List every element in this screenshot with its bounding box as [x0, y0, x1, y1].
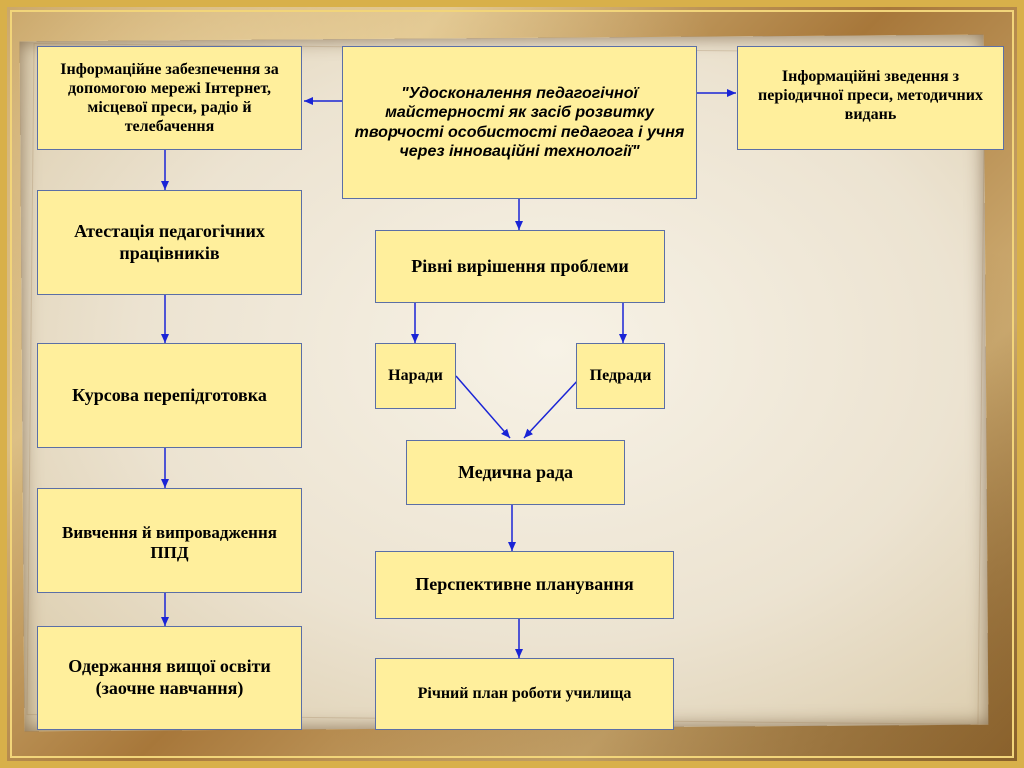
left-info-text: Інформаційне забезпечення за допомогою м…	[60, 60, 279, 136]
higher-education-box: Одержання вищої освіти (заочне навчання)	[37, 626, 302, 730]
attestation-text: Атестація педагогічних працівників	[74, 220, 265, 263]
arrow-meetings-to-medical	[455, 375, 511, 439]
meetings-text: Наради	[388, 367, 443, 385]
right-info-text: Інформаційні зведення з періодичної прес…	[758, 68, 983, 124]
courses-box: Курсова перепідготовка	[37, 343, 302, 448]
ppd-box: Вивчення й випровадження ППД	[37, 488, 302, 593]
medical-council-box: Медична рада	[406, 440, 625, 505]
attestation-box: Атестація педагогічних працівників	[37, 190, 302, 295]
arrow-pedcouncils-to-medical	[523, 377, 581, 439]
pedcouncils-box: Педради	[576, 343, 665, 409]
meetings-box: Наради	[375, 343, 456, 409]
left-info-box: Інформаційне забезпечення за допомогою м…	[37, 46, 302, 150]
ppd-text: Вивчення й випровадження ППД	[62, 523, 277, 563]
levels-text: Рівні вирішення проблеми	[411, 255, 629, 276]
perspective-planning-box: Перспективне планування	[375, 551, 674, 619]
annual-plan-text: Річний план роботи училища	[417, 685, 632, 703]
annual-plan-box: Річний план роботи училища	[375, 658, 674, 730]
center-title-text: "Удосконалення педагогічної майстерності…	[354, 85, 685, 160]
perspective-planning-text: Перспективне планування	[415, 574, 634, 595]
right-info-box: Інформаційні зведення з періодичної прес…	[737, 46, 1004, 150]
pedcouncils-text: Педради	[589, 367, 652, 385]
center-title-box: "Удосконалення педагогічної майстерності…	[342, 46, 697, 199]
levels-box: Рівні вирішення проблеми	[375, 230, 665, 303]
medical-council-text: Медична рада	[457, 461, 574, 482]
higher-education-text: Одержання вищої освіти (заочне навчання)	[68, 656, 271, 698]
courses-text: Курсова перепідготовка	[72, 384, 267, 405]
